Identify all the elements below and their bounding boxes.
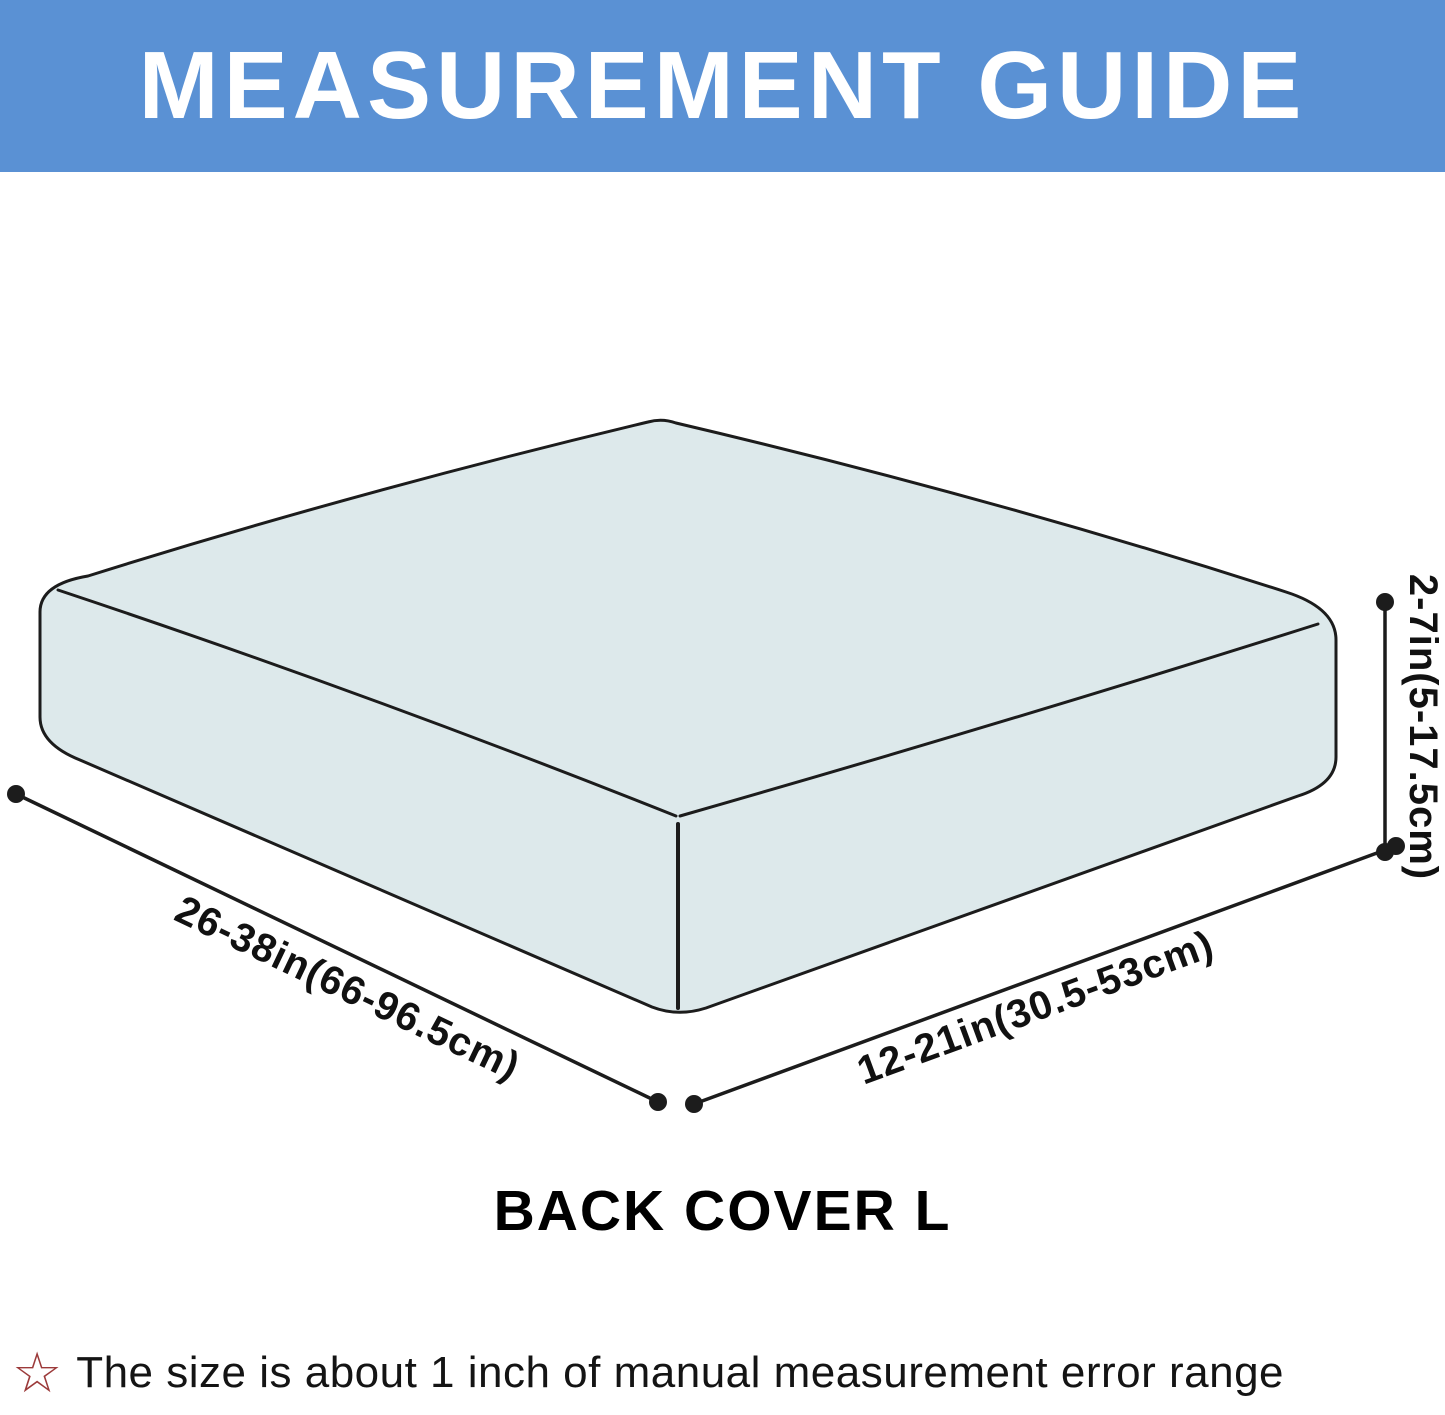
dimension-width-dot-start [7, 785, 25, 803]
dimension-width-line [15, 792, 659, 1104]
page-title: MEASUREMENT GUIDE [138, 32, 1307, 139]
dimension-width-dot-end [649, 1093, 667, 1111]
cushion-illustration [38, 418, 1338, 1014]
dimension-height-dot-bottom [1376, 843, 1394, 861]
cushion-top-left-edge [56, 588, 678, 818]
dimension-height-dot-top [1376, 593, 1394, 611]
product-caption: BACK COVER L [493, 1179, 952, 1243]
dimension-depth-dot-start [685, 1095, 703, 1113]
footer-note: ☆ The size is about 1 inch of manual mea… [12, 1345, 1437, 1401]
depth-dimension-label: 12-21in(30.5-53cm) [851, 922, 1219, 1093]
cushion-body [38, 418, 1338, 1014]
height-dimension-label: 2-7in(5-17.5cm) [1401, 574, 1445, 880]
dimension-depth-line [693, 844, 1397, 1106]
dimension-height: 2-7in(5-17.5cm) [1376, 574, 1445, 880]
cushion-top-right-edge [678, 622, 1320, 818]
star-outline-icon: ☆ [12, 1341, 63, 1404]
header-banner: MEASUREMENT GUIDE [0, 0, 1445, 172]
cushion-diagram: 26-38in(66-96.5cm) 12-21in(30.5-53cm) 2-… [7, 418, 1445, 1113]
measurement-error-note: The size is about 1 inch of manual measu… [76, 1348, 1285, 1397]
